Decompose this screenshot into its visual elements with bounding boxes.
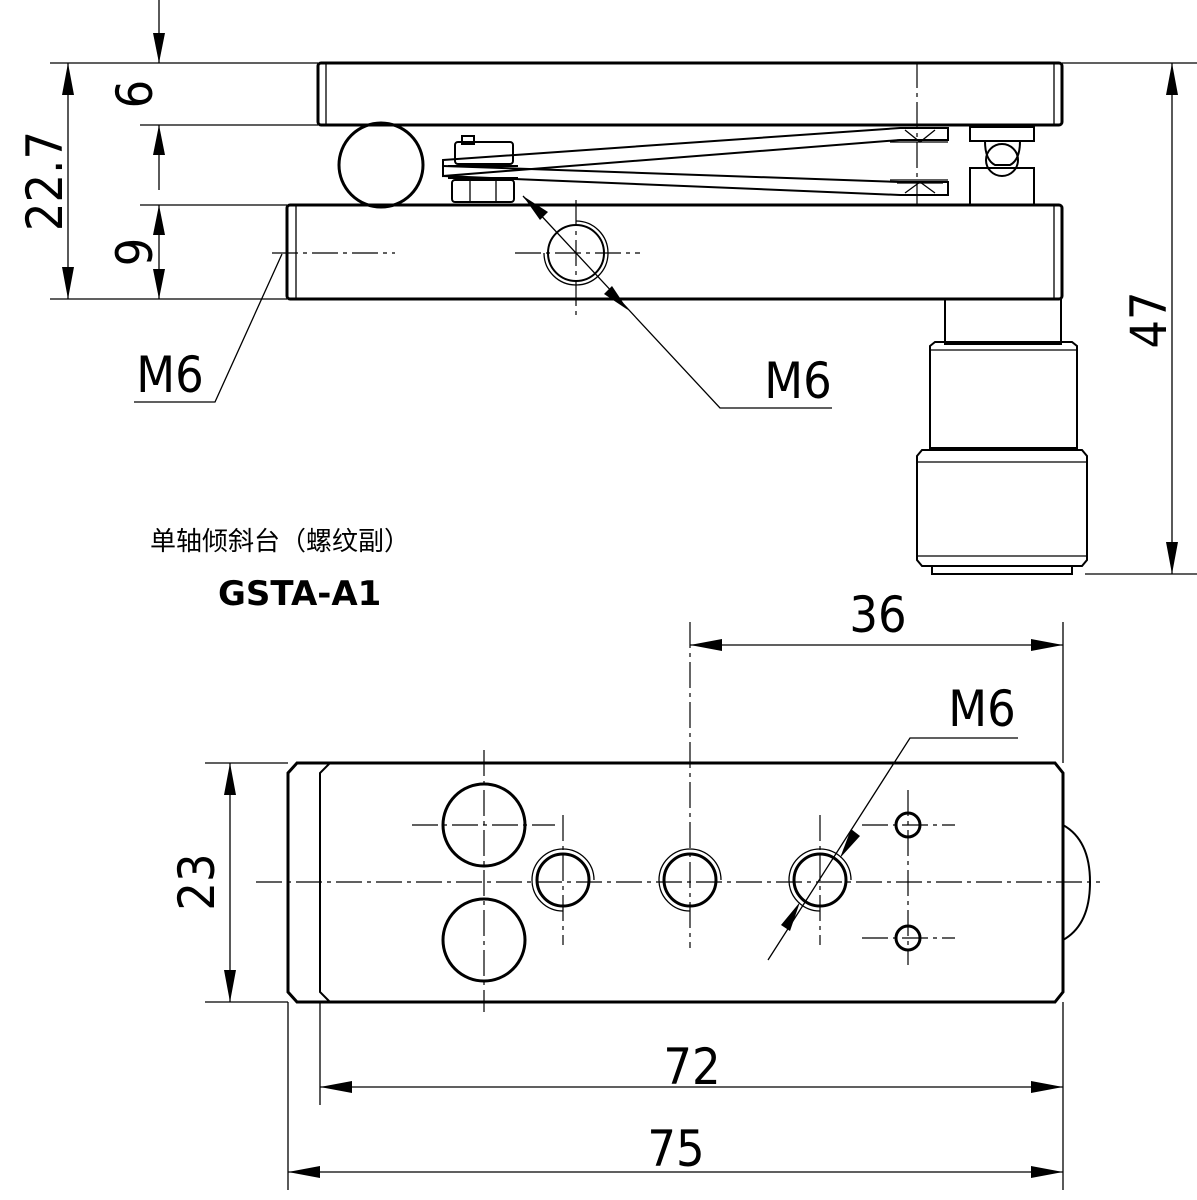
product-model: GSTA-A1 <box>218 574 381 614</box>
clamp-screw <box>448 135 518 203</box>
base-outline <box>286 761 1065 1004</box>
dim-outer-length: 75 <box>647 1120 704 1178</box>
dim-overall-height: 47 <box>1120 291 1178 348</box>
bottom-plate <box>285 203 1064 301</box>
top-view <box>205 622 1100 1190</box>
pivot-ball <box>337 121 425 209</box>
spring-clip <box>442 127 949 196</box>
dim-inner-length: 72 <box>663 1038 720 1096</box>
micrometer-knob <box>916 298 1088 575</box>
label-left-thread: M6 <box>136 346 203 404</box>
product-name: 单轴倾斜台（螺纹副） <box>150 527 410 557</box>
dim-width: 23 <box>168 853 226 910</box>
dim-hole-offset: 36 <box>849 586 906 644</box>
top-plate <box>316 61 1064 127</box>
side-view <box>50 0 1197 575</box>
dim-total-height: 22.7 <box>16 131 74 231</box>
dim-bottom-plate: 9 <box>106 238 164 267</box>
dim-top-plate: 6 <box>106 80 164 109</box>
support-post <box>969 126 1035 206</box>
label-center-thread: M6 <box>764 352 831 410</box>
label-top-thread: M6 <box>948 680 1015 738</box>
